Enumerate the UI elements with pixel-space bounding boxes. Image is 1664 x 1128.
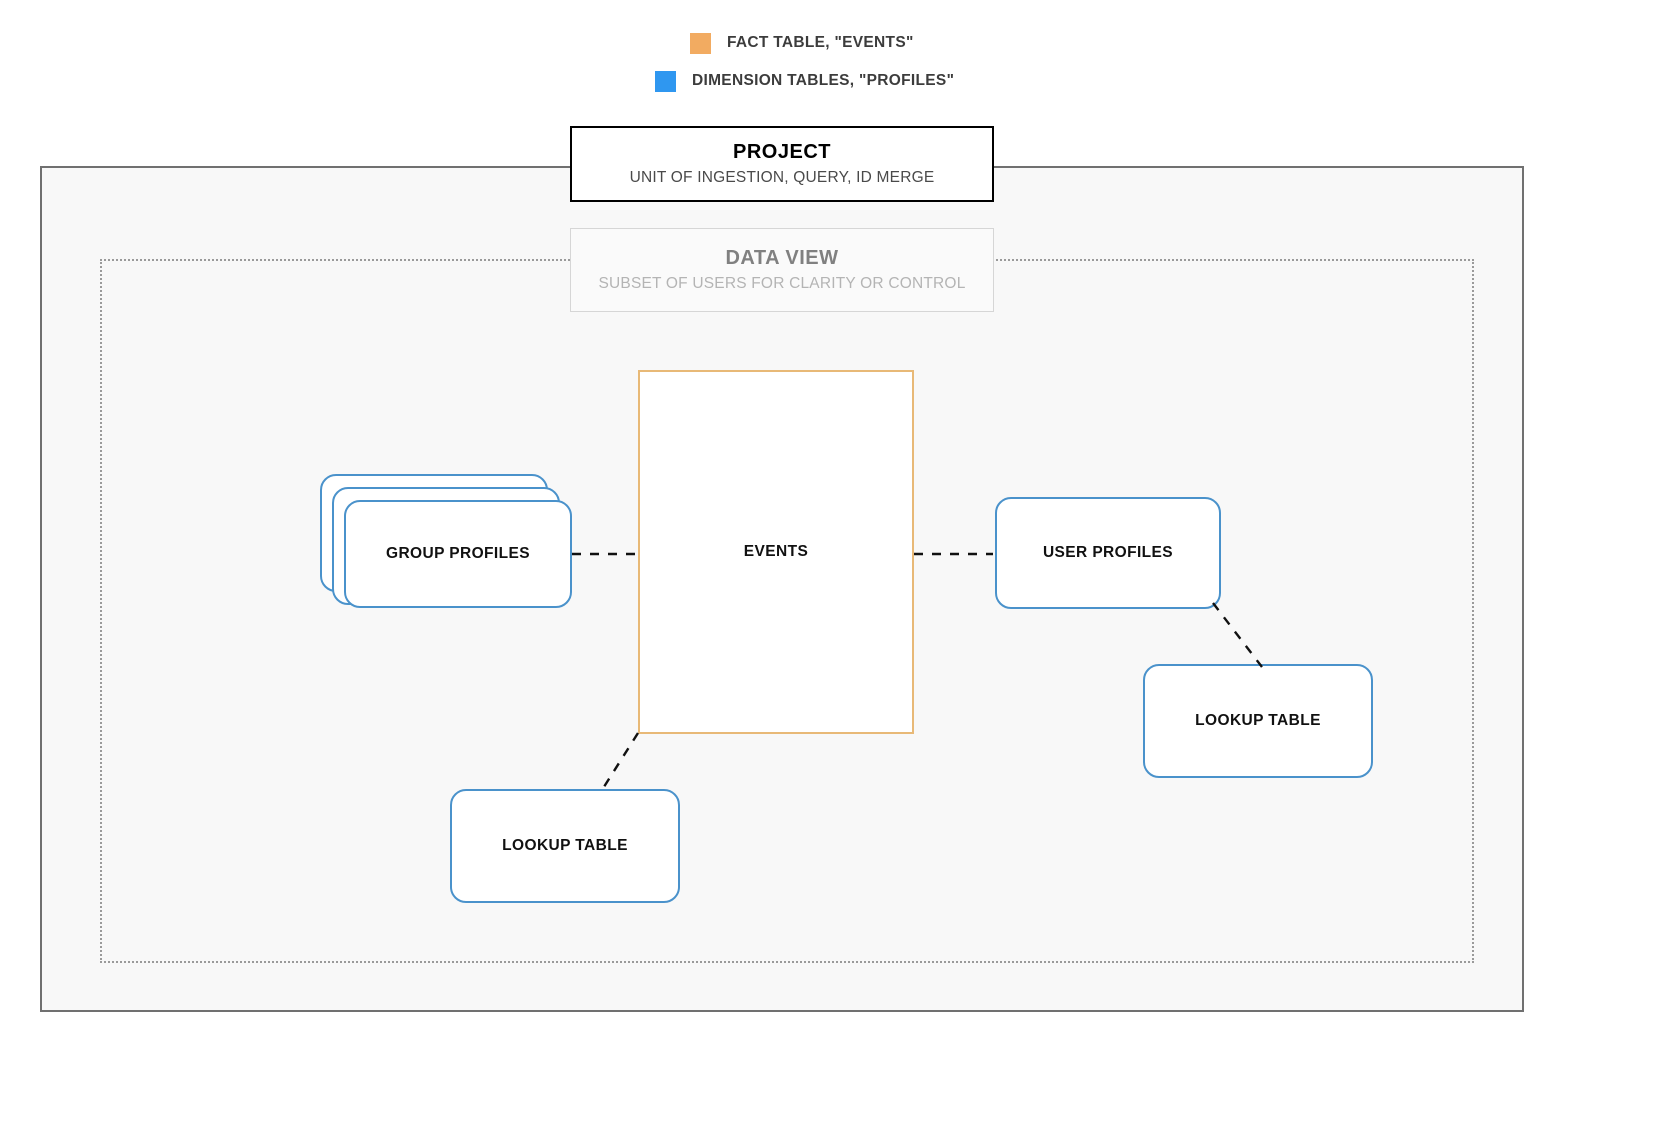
events-fact-table-node: EVENTS xyxy=(638,370,914,734)
user-profiles-node-label: USER PROFILES xyxy=(1042,544,1174,561)
legend: FACT TABLE, "EVENTS" DIMENSION TABLES, "… xyxy=(0,30,1000,106)
project-box: PROJECT UNIT OF INGESTION, QUERY, ID MER… xyxy=(570,126,994,202)
events-node-label: EVENTS xyxy=(743,543,809,560)
group-profiles-node: GROUP PROFILES xyxy=(344,500,572,608)
lookup-table-left-node-label: LOOKUP TABLE xyxy=(502,837,628,854)
legend-item-fact-table: FACT TABLE, "EVENTS" xyxy=(690,30,914,56)
orange-square-swatch-icon xyxy=(690,32,711,54)
lookup-table-right-node: LOOKUP TABLE xyxy=(1143,664,1373,778)
data-view-subtitle: SUBSET OF USERS FOR CLARITY OR CONTROL xyxy=(598,274,966,292)
lookup-table-left-node: LOOKUP TABLE xyxy=(450,789,680,903)
lookup-table-right-node-label: LOOKUP TABLE xyxy=(1195,712,1321,729)
data-view-title: DATA VIEW xyxy=(725,246,839,269)
project-title: PROJECT xyxy=(733,140,831,163)
legend-label-fact-table: FACT TABLE, "EVENTS" xyxy=(727,34,914,51)
user-profiles-node: USER PROFILES xyxy=(995,497,1221,609)
blue-square-swatch-icon xyxy=(655,70,676,92)
project-subtitle: UNIT OF INGESTION, QUERY, ID MERGE xyxy=(629,168,935,186)
group-profiles-node-label: GROUP PROFILES xyxy=(386,545,530,562)
data-view-box: DATA VIEW SUBSET OF USERS FOR CLARITY OR… xyxy=(570,228,994,312)
legend-item-dimension-tables: DIMENSION TABLES, "PROFILES" xyxy=(655,68,954,94)
legend-label-dimension-tables: DIMENSION TABLES, "PROFILES" xyxy=(692,72,955,89)
